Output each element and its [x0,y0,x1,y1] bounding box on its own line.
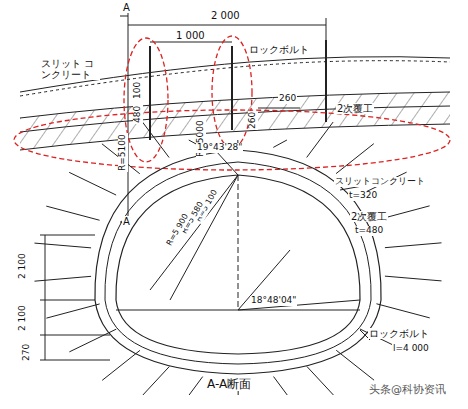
dimension-label: ロックボルト [248,44,310,55]
dimension-label: ロックボルト [368,328,430,339]
dimension-label: 2次覆工 [350,211,388,222]
dimension-label: 270 [22,343,32,362]
rock-bolt-line [35,276,92,281]
rock-bolt-line [46,304,99,318]
dimension-label: A [122,216,131,227]
dimension-label: 100 [133,81,143,100]
rock-bolt-line [34,243,91,248]
dimension-label: 19°43'28" [196,143,243,153]
watermark: 头条@科协资讯 [368,384,447,396]
rock-bolt-line [307,366,334,395]
dimension-label: 2 100 [18,252,28,280]
rock-bolt-line [307,122,333,157]
rock-bolt-line [273,140,287,147]
rock-bolt-line [385,243,442,248]
dimension-label: 2 000 [210,10,241,21]
rock-bolt-line [143,367,169,395]
dimension-label: 2 100 [18,304,28,332]
rock-bolt-line [102,350,140,380]
rock-bolt-line [385,276,442,281]
dimension-label: 18°48'04" [250,296,297,306]
rock-bolt-line [143,122,170,157]
rock-bolt-line [336,144,374,174]
rock-bolt-line [376,304,429,318]
dimension-label: R=5100 [118,133,128,172]
rock-bolt-line [46,206,99,220]
dimension-label: スリットコンクリート [334,177,426,187]
dimension-label: t=320 [348,191,378,201]
rock-bolt-line [274,377,288,395]
dimension-label: スリット コンクリート [40,58,100,80]
dimension-label: 260 [248,111,258,130]
rock-bolt-line [69,329,116,352]
dimension-label: 1 000 [175,30,206,41]
rock-bolt-line [189,377,203,395]
dimension-label: t=480 [354,226,384,236]
dimension-label: A-A断面 [206,378,252,391]
dimension-label: A [122,2,131,13]
dimension-label: 480 [133,105,143,124]
dimension-label: 2次覆工 [336,103,374,114]
rock-bolt-line [336,350,374,380]
dimension-label: l=4 000 [392,344,430,354]
dimension-label: 260 [278,94,297,104]
rock-bolt-line [69,172,116,195]
